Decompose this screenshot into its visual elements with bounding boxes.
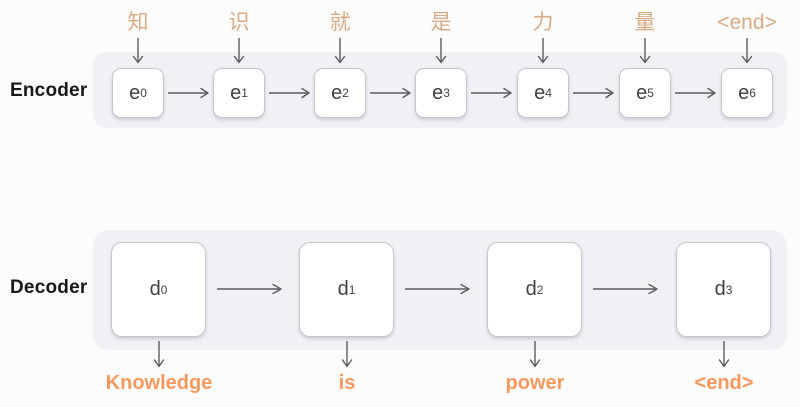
arrow-down-icon — [718, 341, 730, 368]
arrow-down-icon — [529, 341, 541, 368]
cell-label-subscript: 4 — [545, 86, 552, 100]
cell-label: e — [432, 81, 444, 104]
decoder-label: Decoder — [10, 277, 88, 298]
encoder-input-token: 知 — [127, 11, 149, 34]
cell-label: e — [534, 81, 546, 104]
arrow-down-icon — [233, 38, 245, 64]
encoder-input-token: 就 — [329, 11, 351, 34]
cell-label: d — [525, 278, 537, 300]
decoder-output-word: is — [338, 372, 356, 394]
decoder-output-word: power — [505, 372, 565, 394]
decoder-output-word: Knowledge — [105, 372, 213, 394]
cell-label-subscript: 0 — [140, 86, 147, 100]
cell-label-subscript: 0 — [160, 282, 168, 297]
arrow-right-icon — [471, 87, 512, 99]
cell-label-subscript: 1 — [348, 282, 356, 297]
arrow-down-icon — [153, 341, 165, 368]
cell-label: d — [714, 278, 726, 300]
arrow-right-icon — [675, 87, 716, 99]
encoder-input-token: 量 — [634, 11, 656, 34]
arrow-right-icon — [168, 87, 209, 99]
encoder-input-token: 识 — [228, 11, 250, 34]
cell-label: e — [129, 81, 141, 104]
cell-label-subscript: 2 — [536, 282, 544, 297]
arrow-right-icon — [573, 87, 614, 99]
cell-label: d — [337, 278, 349, 300]
arrow-down-icon — [435, 38, 447, 64]
arrow-right-icon — [370, 87, 411, 99]
arrow-down-icon — [639, 38, 651, 64]
decoder-output-word: <end> — [694, 372, 754, 394]
arrow-down-icon — [132, 38, 144, 64]
cell-label-subscript: 3 — [443, 86, 450, 100]
cell-label: e — [738, 81, 750, 104]
cell-label-subscript: 2 — [342, 86, 349, 100]
arrow-right-icon — [269, 87, 310, 99]
cell-label-subscript: 5 — [647, 86, 654, 100]
encoder-input-token: 力 — [532, 11, 554, 34]
decoder-tray — [93, 230, 787, 350]
cell-label: e — [331, 81, 343, 104]
cell-label: d — [149, 278, 161, 300]
encoder-input-token: <end> — [717, 11, 777, 34]
encoder-label: Encoder — [10, 80, 88, 101]
encoder-input-token: 是 — [430, 11, 452, 34]
arrow-right-icon — [593, 283, 658, 295]
arrow-down-icon — [341, 341, 353, 368]
cell-label-subscript: 6 — [749, 86, 756, 100]
cell-label-subscript: 1 — [241, 86, 248, 100]
arrow-down-icon — [334, 38, 346, 64]
cell-label: e — [636, 81, 648, 104]
arrow-right-icon — [217, 283, 282, 295]
arrow-down-icon — [537, 38, 549, 64]
arrow-right-icon — [405, 283, 470, 295]
cell-label: e — [230, 81, 242, 104]
arrow-down-icon — [741, 38, 753, 64]
cell-label-subscript: 3 — [725, 282, 733, 297]
